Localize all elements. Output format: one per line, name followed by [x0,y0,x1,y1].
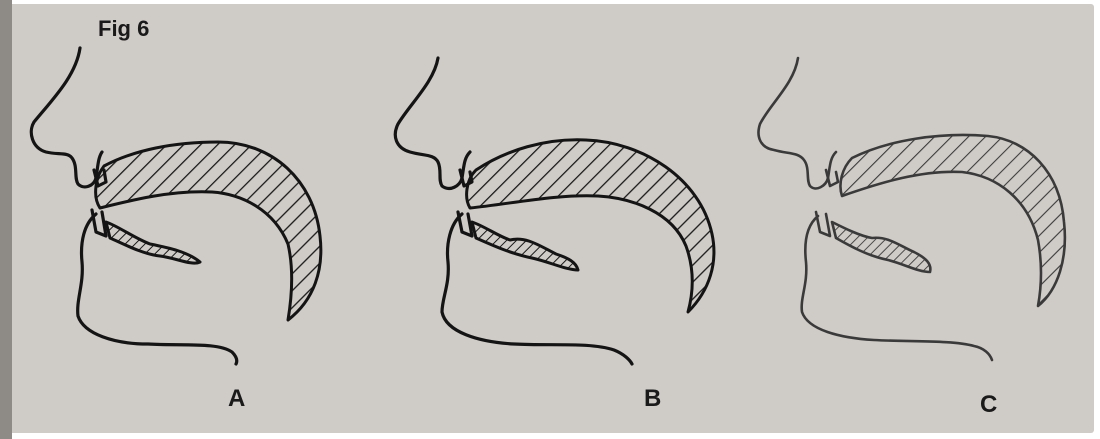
figure-title: Fig 6 [98,16,149,41]
panel-label-c: C [980,391,997,418]
panel-label-b: B [644,385,661,412]
page-shadow-edge [0,0,12,439]
panel-label-a: A [228,385,245,412]
page-background [8,4,1094,433]
